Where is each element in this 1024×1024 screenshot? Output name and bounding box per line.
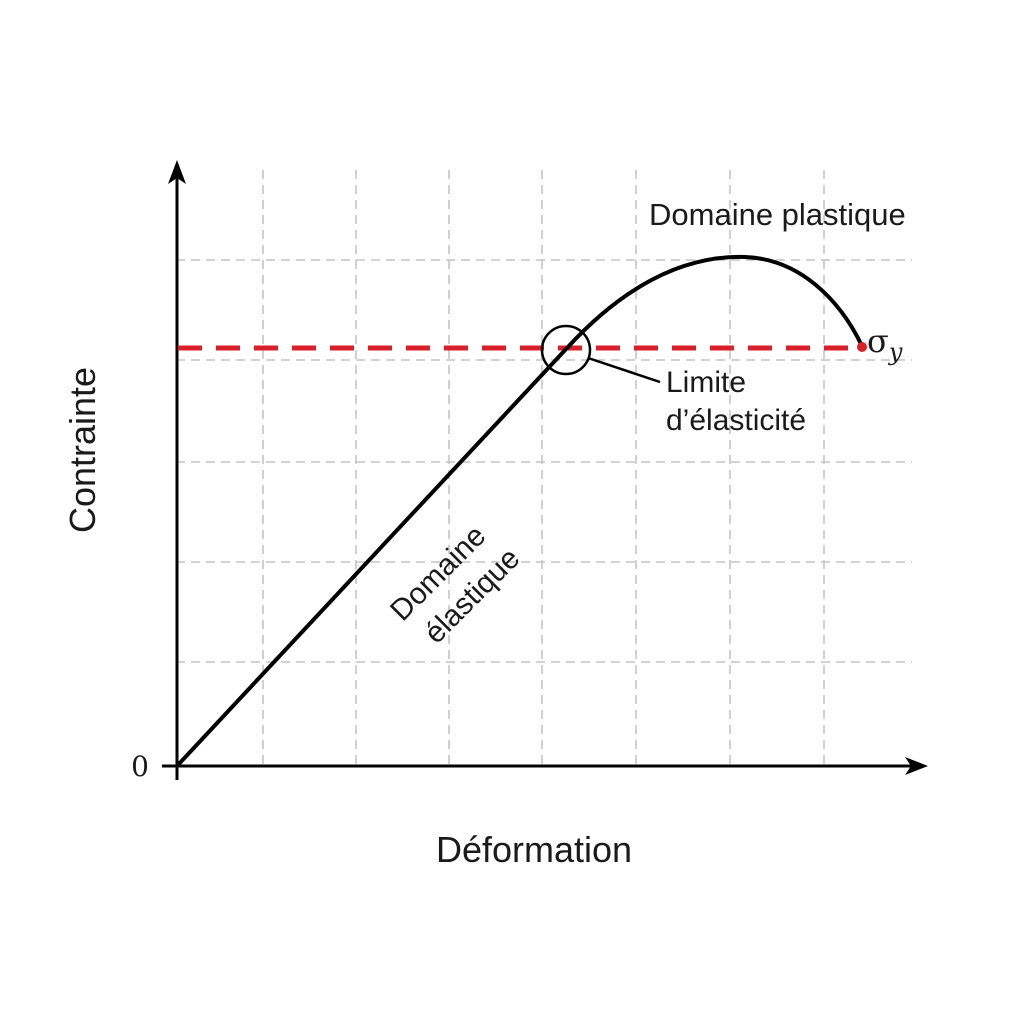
grid-horizontal bbox=[176, 259, 912, 663]
origin-label: 0 bbox=[131, 750, 149, 783]
yield-endpoint-dot bbox=[857, 342, 867, 352]
stress-strain-curve bbox=[175, 254, 864, 768]
yield-point-label-line1: Limite bbox=[666, 366, 746, 399]
elastic-region-label: Domaine élastique bbox=[384, 519, 526, 650]
grid-vertical bbox=[262, 170, 825, 766]
yield-symbol-subscript: y bbox=[888, 338, 903, 366]
axes bbox=[162, 160, 928, 780]
x-axis-arrow-icon bbox=[905, 757, 928, 775]
yield-point-leader bbox=[587, 356, 661, 384]
yield-point-marker-icon bbox=[540, 324, 592, 376]
yield-symbol: σy bbox=[867, 322, 903, 366]
y-axis-label: Contrainte bbox=[62, 367, 103, 533]
yield-symbol-base: σ bbox=[867, 322, 889, 360]
x-axis-label: Déformation bbox=[436, 829, 632, 870]
y-axis-arrow-icon bbox=[168, 160, 186, 184]
yield-point-label-line2: d’élasticité bbox=[666, 404, 806, 437]
plastic-region-label: Domaine plastique bbox=[649, 197, 906, 232]
